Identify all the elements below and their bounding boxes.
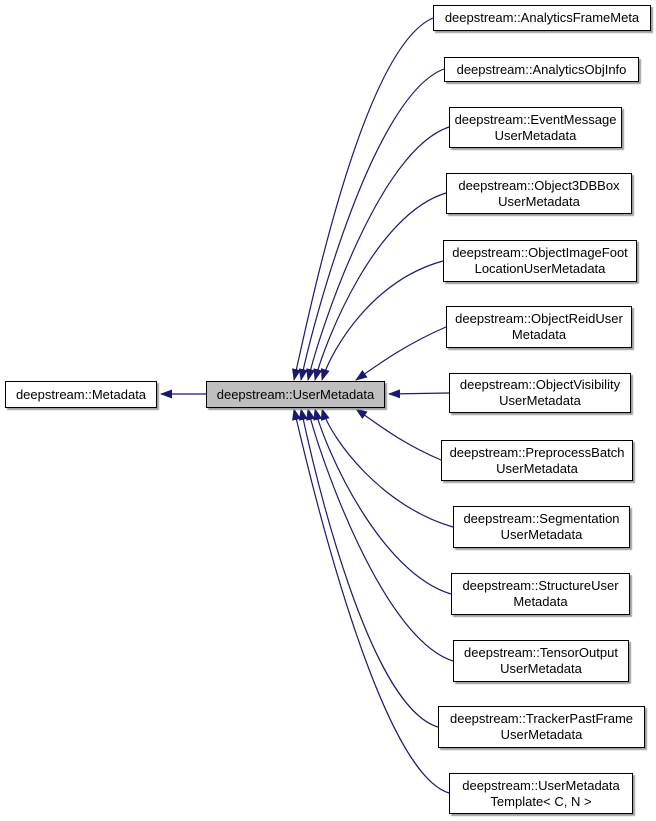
- node-object-visibility-user-metadata[interactable]: deepstream::ObjectVisibility UserMetadat…: [449, 373, 631, 413]
- node-label: deepstream::PreprocessBatch: [449, 444, 625, 460]
- node-label: deepstream::AnalyticsFrameMeta: [444, 10, 640, 25]
- edge-object-image-foot: [320, 260, 444, 381]
- node-analytics-obj-info[interactable]: deepstream::AnalyticsObjInfo: [444, 57, 639, 82]
- node-analytics-frame-meta[interactable]: deepstream::AnalyticsFrameMeta: [433, 5, 651, 31]
- node-label: Metadata: [511, 327, 567, 342]
- node-user-metadata-template[interactable]: deepstream::UserMetadata Template< C, N …: [449, 773, 633, 814]
- node-label: deepstream::TensorOutput: [464, 645, 618, 660]
- node-label: UserMetadata: [499, 393, 581, 408]
- edge-tracker-past-frame: [298, 408, 439, 728]
- node-label: deepstream::UserMetadata: [216, 386, 375, 402]
- node-label: Template< C, N >: [490, 793, 592, 809]
- edge-analytics-obj-info: [298, 68, 445, 381]
- node-label: deepstream::EventMessage: [454, 111, 617, 127]
- node-label: deepstream::Segmentation: [463, 511, 620, 526]
- node-label: UserMetadata: [496, 460, 578, 476]
- node-label: deepstream::ObjectVisibility: [459, 377, 621, 392]
- node-deepstream-metadata[interactable]: deepstream::Metadata: [5, 381, 157, 408]
- node-object3dbbox-user-metadata[interactable]: deepstream::Object3DBBox UserMetadata: [446, 173, 632, 214]
- node-label: Metadata: [513, 594, 568, 609]
- node-label: UserMetadata: [494, 127, 577, 143]
- node-label: deepstream::Metadata: [15, 386, 147, 402]
- edge-structure: [313, 408, 452, 595]
- node-object-image-foot-location-user-metadata[interactable]: deepstream::ObjectImageFoot LocationUser…: [443, 240, 637, 282]
- node-label: deepstream::StructureUser: [462, 578, 619, 593]
- node-label: deepstream::UserMetadata: [462, 777, 620, 793]
- edge-tensor-output: [306, 408, 454, 662]
- node-preprocess-batch-user-metadata[interactable]: deepstream::PreprocessBatch UserMetadata: [441, 440, 633, 481]
- node-label: UserMetadata: [498, 193, 580, 209]
- node-label: UserMetadata: [500, 727, 583, 742]
- edge-user-metadata-template: [292, 408, 450, 794]
- node-object-reid-user-metadata[interactable]: deepstream::ObjectReidUser Metadata: [446, 306, 632, 348]
- node-label: deepstream::Object3DBBox: [458, 177, 620, 193]
- edge-segmentation: [320, 408, 454, 528]
- node-segmentation-user-metadata[interactable]: deepstream::Segmentation UserMetadata: [453, 506, 630, 548]
- node-label: UserMetadata: [500, 661, 582, 676]
- node-label: deepstream::TrackerPastFrame: [449, 711, 634, 726]
- node-label: deepstream::ObjectImageFoot: [452, 245, 628, 260]
- node-deepstream-usermetadata[interactable]: deepstream::UserMetadata: [206, 381, 385, 408]
- node-label: deepstream::AnalyticsObjInfo: [456, 61, 627, 77]
- edge-object-visibility: [388, 389, 450, 399]
- edge-object3dbbox: [313, 192, 447, 381]
- node-tensor-output-user-metadata[interactable]: deepstream::TensorOutput UserMetadata: [453, 640, 629, 682]
- edge-analytics-frame-meta: [292, 17, 434, 381]
- node-label: UserMetadata: [500, 527, 583, 542]
- node-label: LocationUserMetadata: [474, 261, 606, 276]
- node-event-message-user-metadata[interactable]: deepstream::EventMessage UserMetadata: [449, 107, 622, 148]
- edge-object-reid: [355, 326, 447, 381]
- node-structure-user-metadata[interactable]: deepstream::StructureUser Metadata: [451, 573, 630, 615]
- edge-event-message: [306, 126, 450, 381]
- node-tracker-past-frame-user-metadata[interactable]: deepstream::TrackerPastFrame UserMetadat…: [438, 706, 645, 748]
- node-label: deepstream::ObjectReidUser: [455, 311, 623, 326]
- edge-preprocess-batch: [355, 408, 442, 461]
